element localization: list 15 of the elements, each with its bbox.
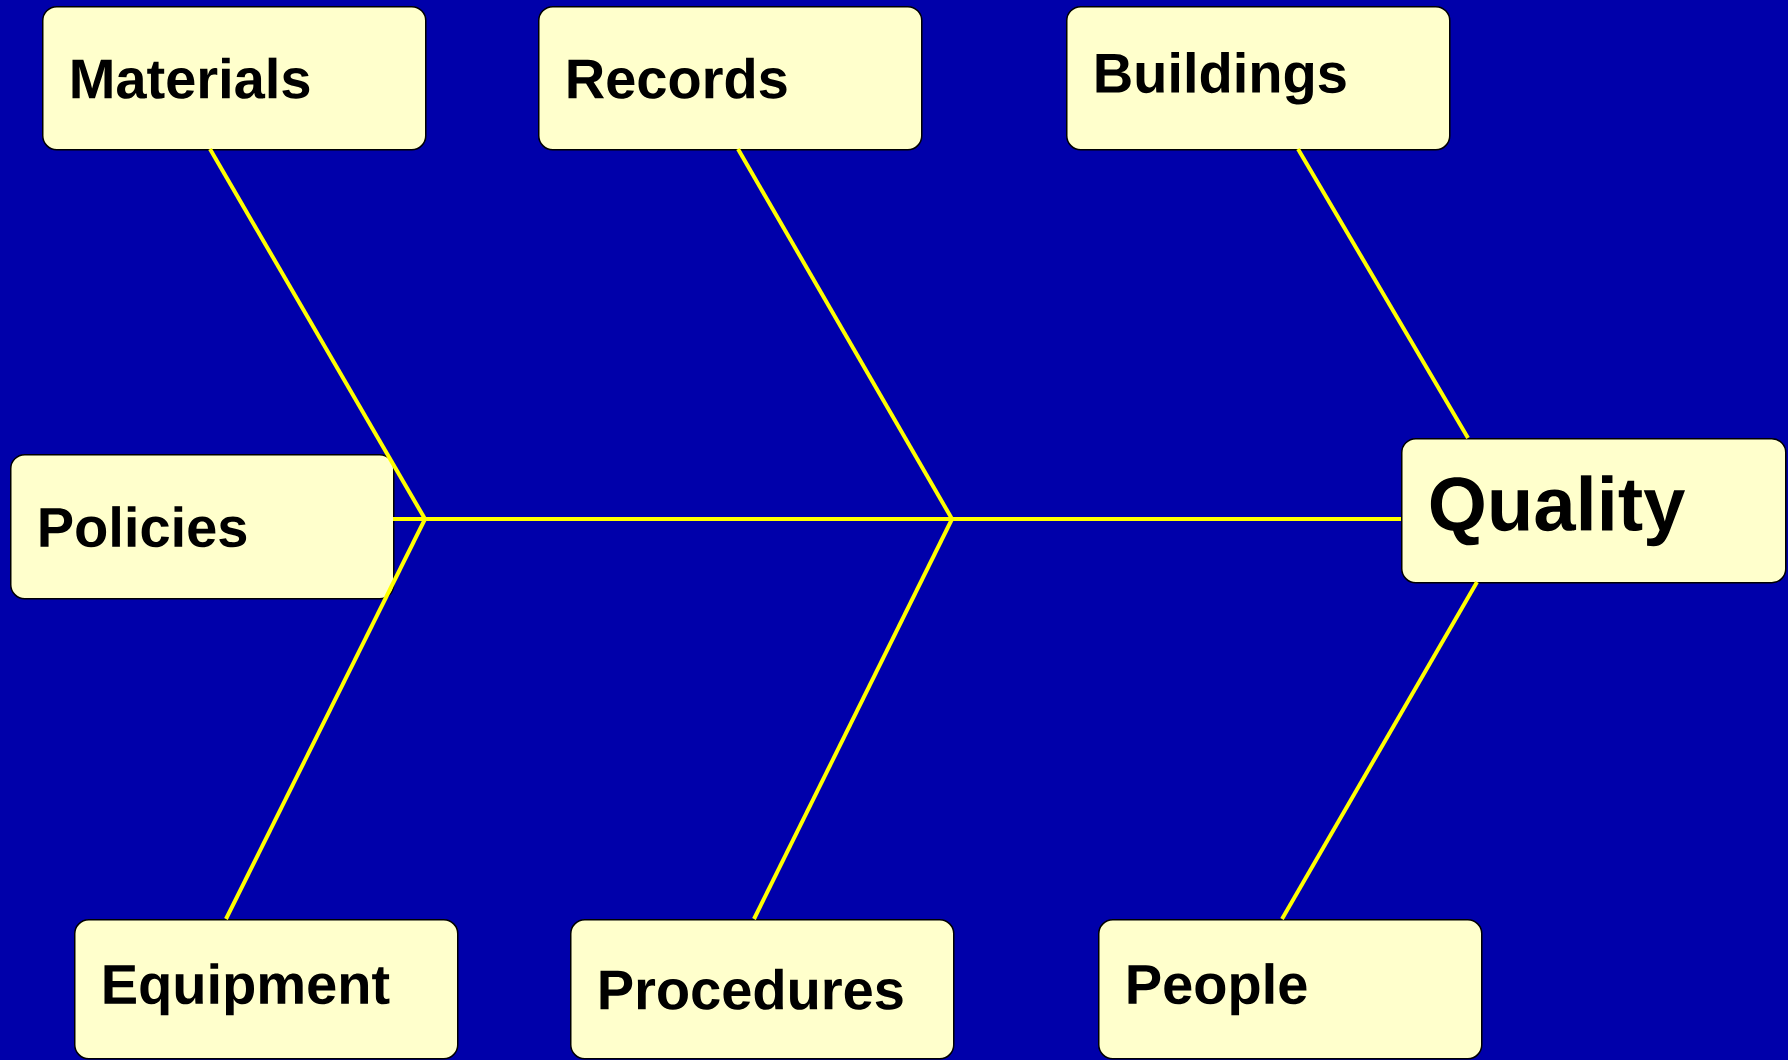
result-box: Quality bbox=[1401, 438, 1787, 584]
spine-line bbox=[393, 517, 1401, 521]
fishbone-line bbox=[736, 148, 954, 520]
category-box: Buildings bbox=[1066, 6, 1451, 151]
fishbone-line bbox=[224, 518, 427, 920]
fishbone-line bbox=[1280, 581, 1479, 920]
category-box: People bbox=[1098, 919, 1483, 1060]
category-box: Materials bbox=[42, 6, 427, 151]
fishbone-line bbox=[1296, 147, 1470, 439]
category-box: Procedures bbox=[570, 919, 955, 1060]
fishbone-line bbox=[208, 148, 427, 520]
category-box: Equipment bbox=[74, 919, 459, 1060]
category-box: Policies bbox=[10, 454, 395, 600]
fishbone-line bbox=[752, 518, 954, 920]
category-box: Records bbox=[538, 6, 923, 151]
